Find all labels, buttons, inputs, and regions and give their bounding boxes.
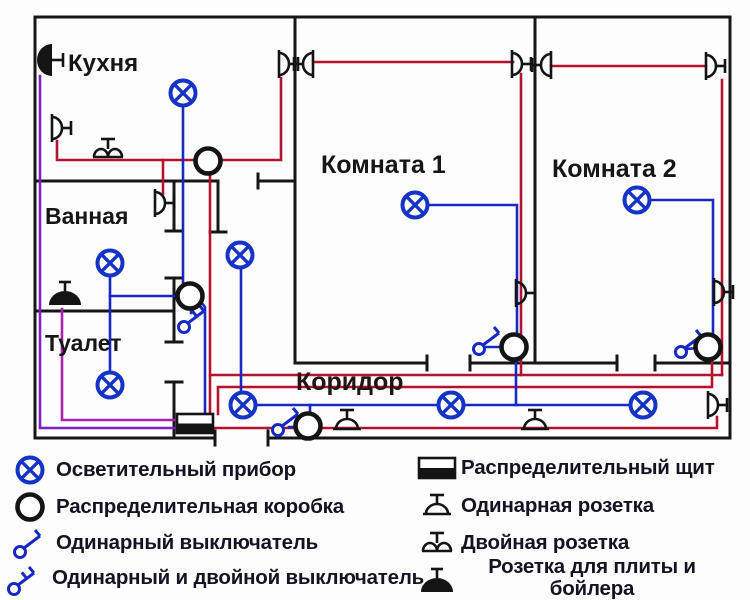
lamp-icon — [15, 455, 45, 485]
single-socket-symbol — [333, 408, 361, 431]
legend-label: Распределительная коробка — [56, 495, 344, 518]
legend-row-single-socket: Одинарная розетка — [413, 487, 654, 525]
distribution-panel-symbol — [175, 412, 215, 435]
legend-row-single-double-switch: Одинарный и двойной выключатель — [4, 559, 424, 597]
lamp-symbol — [228, 390, 258, 420]
single-socket-symbol — [50, 114, 73, 142]
lamp-symbol — [168, 78, 198, 108]
single-switch-icon — [13, 529, 42, 559]
stove-boiler-socket-symbol — [421, 567, 453, 592]
lamp-symbol — [95, 248, 125, 278]
legend-row-lamp: Осветительный прибор — [8, 451, 296, 489]
junction-box-symbol — [293, 411, 323, 441]
single-socket-symbol — [514, 279, 537, 307]
lamp-symbol — [622, 185, 652, 215]
lamp-symbol — [400, 190, 430, 220]
room-label-room1: Комната 1 — [321, 151, 446, 179]
legend-row-stove-socket: Розетка для плиты и бойлера — [413, 556, 723, 599]
junction-box-icon — [15, 492, 45, 522]
room-label-toilet: Туалет — [45, 330, 122, 356]
stove-boiler-socket-icon — [421, 567, 453, 592]
single-double-switch-symbol — [177, 304, 206, 334]
legend-row-junction-box: Распределительная коробка — [8, 488, 344, 526]
single-socket-icon — [423, 493, 451, 516]
junction-box-symbol — [175, 281, 205, 311]
single-socket-symbol — [292, 50, 315, 78]
single-socket-symbol — [704, 52, 727, 80]
single-switch-symbol — [13, 529, 42, 559]
lamp-symbol — [225, 240, 255, 270]
single-socket-symbol — [423, 493, 451, 516]
distribution-panel-symbol — [417, 456, 457, 480]
junction-box-symbol — [15, 492, 45, 522]
single-socket-symbol — [521, 408, 549, 431]
legend-label: Одинарная розетка — [461, 494, 654, 517]
stove-boiler-socket-symbol — [49, 280, 81, 305]
double-socket-symbol — [421, 531, 453, 553]
legend-row-panel: Распределительный щит — [413, 449, 715, 487]
room-label-kitchen: Кухня — [68, 50, 139, 77]
lamp-symbol — [628, 390, 658, 420]
single-socket-symbol — [712, 278, 735, 306]
room-label-bathroom: Ванная — [45, 203, 129, 229]
room-label-room2: Комната 2 — [552, 155, 677, 183]
single-double-switch-icon — [7, 566, 36, 596]
legend-label: Двойная розетка — [461, 531, 630, 554]
single-socket-symbol — [153, 189, 176, 217]
legend-label: Одинарный выключатель — [56, 531, 319, 554]
stove-boiler-socket-symbol — [37, 44, 65, 76]
double-socket-symbol — [92, 137, 124, 159]
legend-row-double-socket: Двойная розетка — [413, 524, 629, 562]
single-double-switch-symbol — [7, 566, 36, 596]
single-switch-symbol — [472, 326, 501, 356]
room-label-corridor: Коридор — [296, 368, 404, 396]
junction-box-symbol — [693, 332, 723, 362]
legend-row-single-switch: Одинарный выключатель — [8, 524, 318, 562]
junction-box-symbol — [499, 332, 529, 362]
single-socket-symbol — [530, 51, 553, 79]
lamp-symbol — [15, 455, 45, 485]
legend-label: Распределительный щит — [461, 456, 715, 479]
legend-label: Осветительный прибор — [56, 458, 296, 481]
legend-label: Одинарный и двойной выключатель — [52, 566, 425, 589]
lamp-symbol — [95, 370, 125, 400]
junction-box-symbol — [193, 146, 223, 176]
legend-label: Розетка для плиты и бойлера — [488, 555, 696, 600]
distribution-panel-icon — [417, 456, 457, 480]
single-socket-symbol — [706, 391, 729, 419]
single-switch-symbol — [271, 407, 300, 437]
lamp-symbol — [436, 390, 466, 420]
double-socket-icon — [421, 531, 453, 553]
